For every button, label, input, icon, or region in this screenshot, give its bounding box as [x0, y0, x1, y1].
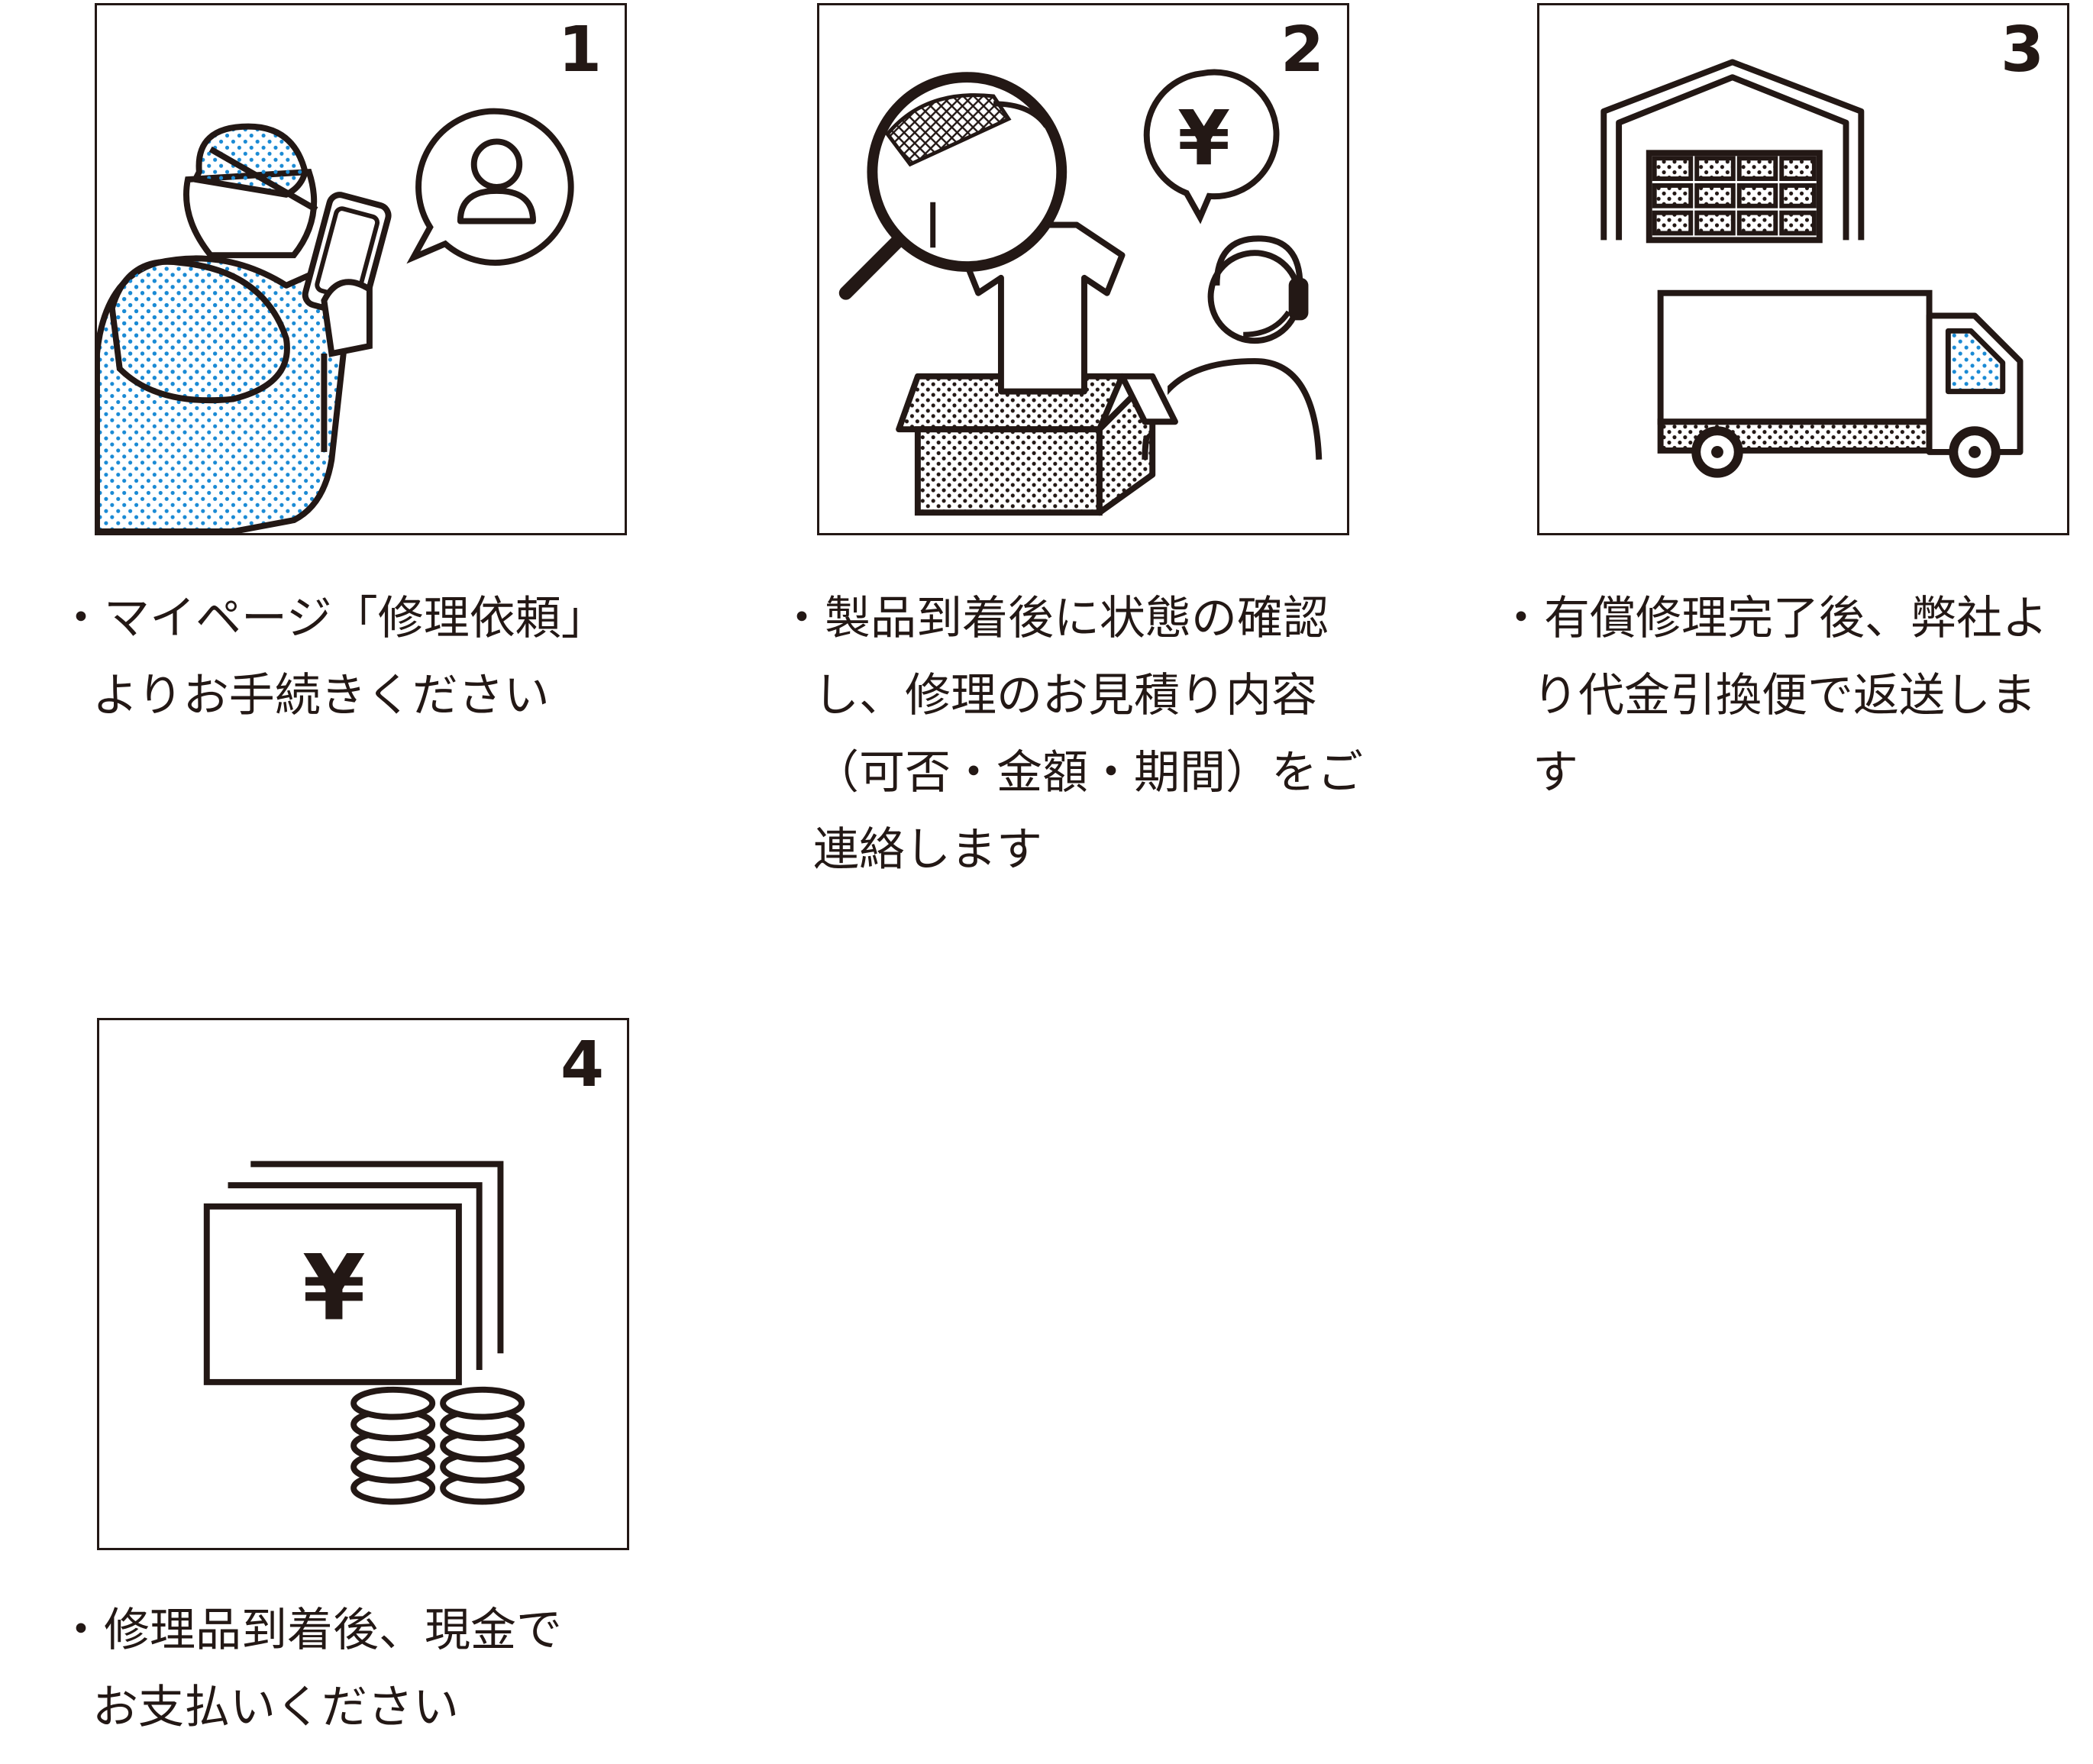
step-number: 1: [557, 14, 602, 86]
step-caption: ・有償修理完了後、弊社よ り代金引換便で返送しま す: [1498, 580, 2093, 812]
step-1-illustration: 1: [95, 3, 627, 535]
bullet: ・: [58, 592, 104, 645]
step-number: 3: [2000, 14, 2044, 86]
caption-text: マイページ「修理依頼」 よりお手続きください: [92, 592, 607, 722]
step-caption: ・マイページ「修理依頼」 よりお手続きください: [58, 580, 673, 735]
step-3-illustration: 3: [1537, 3, 2069, 535]
step-2-illustration: ¥ 2: [817, 3, 1349, 535]
caption-text: 製品到着後に状態の確認 し、修理のお見積り内容 （可否・金額・期間）をご 連絡し…: [813, 592, 1363, 877]
step-caption: ・修理品到着後、現金で お支払いください: [58, 1592, 673, 1746]
step-4-illustration: ¥ 4: [97, 1018, 629, 1550]
step-number: 2: [1280, 14, 1324, 86]
step-caption: ・製品到着後に状態の確認 し、修理のお見積り内容 （可否・金額・期間）をご 連絡…: [779, 580, 1394, 889]
phone-request-icon: [97, 108, 574, 533]
bullet: ・: [58, 1604, 104, 1657]
caption-text: 有償修理完了後、弊社よ り代金引換便で返送しま す: [1533, 592, 2048, 800]
caption-text: 修理品到着後、現金で お支払いください: [92, 1604, 562, 1734]
bullet: ・: [1498, 592, 1544, 645]
bullet: ・: [779, 592, 825, 645]
cash-payment-icon: ¥: [203, 1161, 525, 1505]
step-number: 4: [560, 1029, 604, 1101]
warehouse-truck-icon: [1600, 59, 2024, 478]
svg-text:¥: ¥: [302, 1236, 366, 1342]
svg-text:¥: ¥: [1177, 95, 1230, 183]
inspection-estimate-icon: ¥: [838, 69, 1323, 516]
